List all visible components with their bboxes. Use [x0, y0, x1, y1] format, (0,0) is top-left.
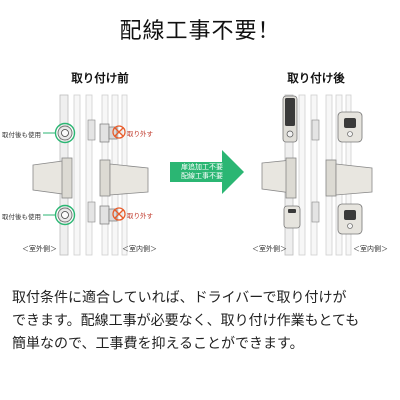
description-line-1: 取付条件に適合していれば、ドライバーで取り付けが	[12, 290, 347, 306]
after-inside-door	[325, 94, 373, 256]
remove-icon-top	[112, 125, 126, 139]
green-arrow	[170, 150, 244, 194]
description-line-3: 簡単なので、工事費を抑えることができます。	[12, 336, 304, 352]
remove-label-top: 取り外す	[127, 130, 153, 138]
before-inside-caption: ＜室内側＞	[122, 245, 157, 253]
before-outside-caption: ＜室外側＞	[22, 245, 57, 253]
before-install-label: 取り付け前	[71, 71, 129, 85]
arrow-text-line2: 配線工事不要	[181, 172, 223, 180]
after-install-label: 取り付け後	[287, 71, 345, 85]
before-inside-door	[99, 94, 149, 256]
after-inside-caption: ＜室内側＞	[353, 245, 388, 253]
keep-after-install-note-top: 取付後も使用	[2, 131, 41, 139]
remove-label-bottom: 取り外す	[127, 212, 153, 220]
description-text: 取付条件に適合していれば、ドライバーで取り付けが できます。配線工事が必要なく、…	[12, 287, 390, 356]
keep-after-install-note-bottom: 取付後も使用	[2, 213, 41, 221]
inside-lock-unit-top	[337, 111, 363, 143]
description-line-2: できます。配線工事が必要なく、取り付け作業もとても	[12, 313, 360, 329]
arrow-text-line1: 扉追加工不要	[181, 163, 223, 171]
after-outside-door	[261, 94, 320, 256]
before-outside-door	[32, 94, 96, 256]
inside-lock-unit-bottom	[337, 203, 363, 235]
arrow-text: 扉追加工不要 配線工事不要	[172, 163, 232, 181]
remove-icon-bottom	[112, 207, 126, 221]
after-outside-caption: ＜室外側＞	[252, 245, 287, 253]
smart-lock-keypad	[282, 95, 298, 143]
page-title: 配線工事不要！	[119, 19, 281, 44]
